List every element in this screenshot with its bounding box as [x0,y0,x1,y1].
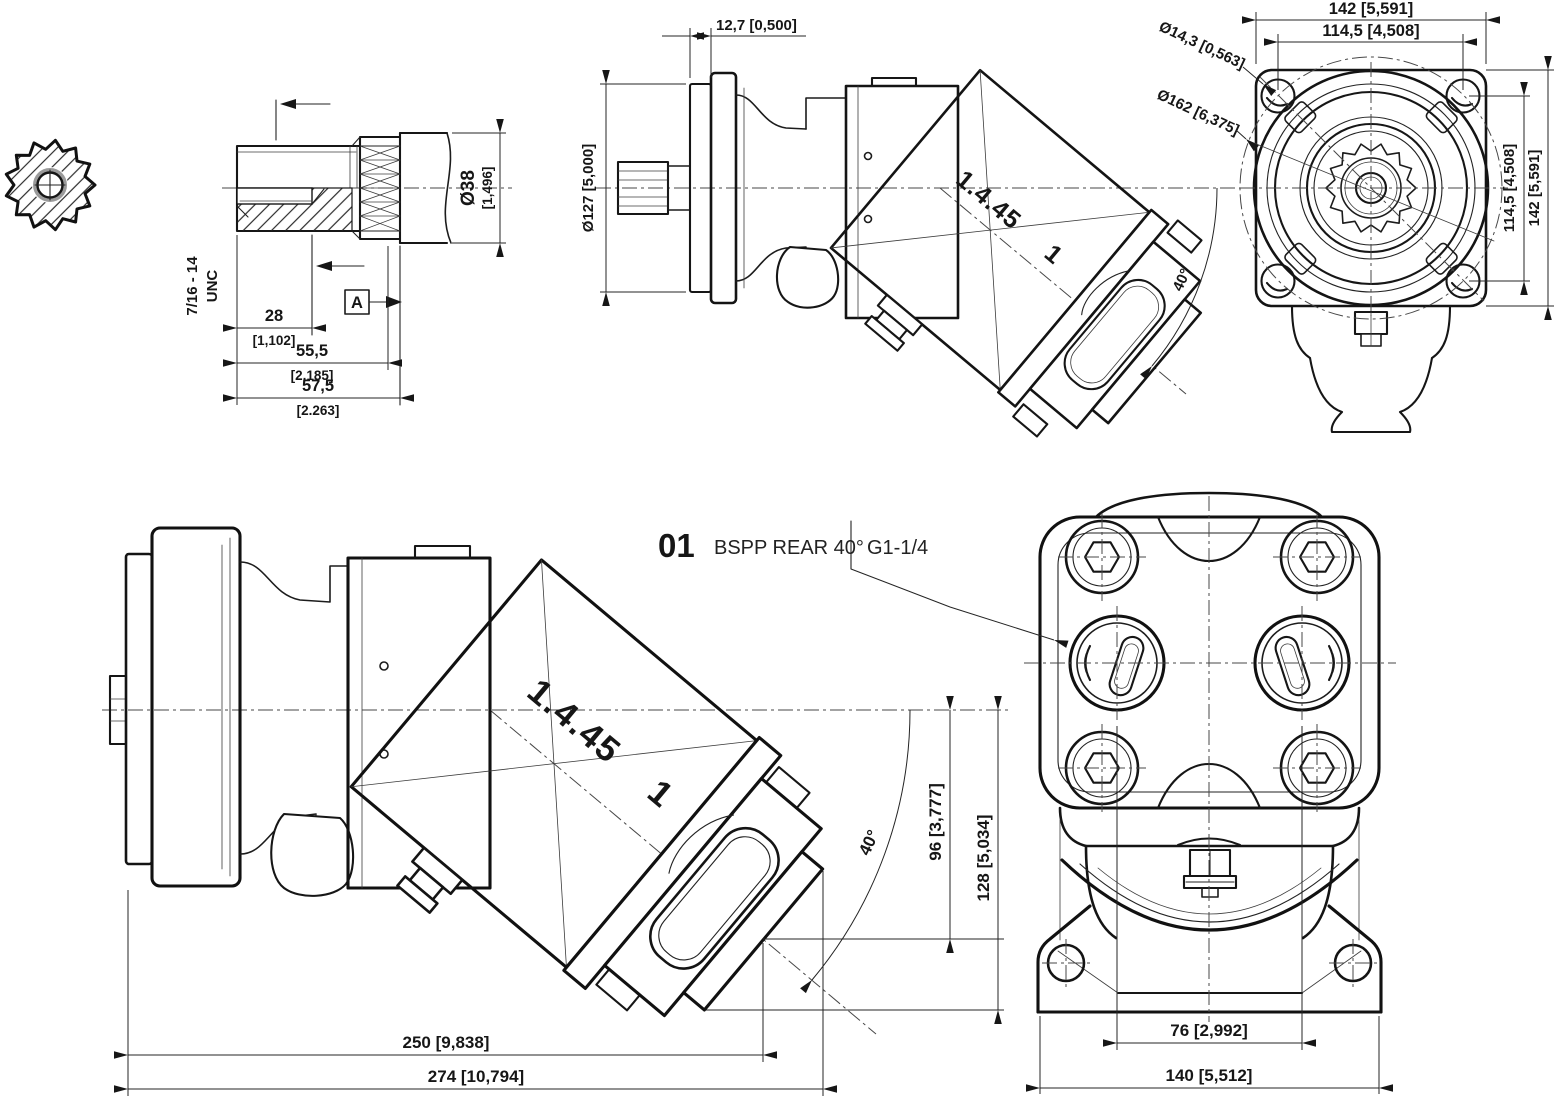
dim-front-bolt-spacing-v-text: 114,5 [4,508] [1501,144,1518,232]
dim-28-in: [1,102] [253,333,296,348]
shaft-detail-view: A Ø38 [1,496] 28 [1,102] 55,5 [2,185] 57… [184,99,512,418]
callout-label: BSPP REAR 40° [714,537,864,559]
rear-centerlines [1024,496,1396,1022]
dim-front-width: 142 [5,591] [1242,0,1500,64]
dim-57-mm: 57,5 [302,377,334,395]
dim-shaft-dia-mm: Ø38 [458,170,479,206]
dim-shaft-28: 28 [1,102] [223,235,326,405]
large-bent-section: 1.4.45 1 [349,558,825,1018]
callout-code: 01 [658,527,695,564]
side-body [844,76,960,320]
body-marking-small-suffix: 1 [1039,239,1068,270]
dim-shaft-57: 57,5 [2.263] [223,377,414,418]
dim-pilot-dia: Ø127 [5,000] [580,70,686,306]
section-arrow-top [275,99,331,141]
dim-140-text: 140 [5,512] [1166,1066,1253,1085]
datum-label: A [351,294,363,312]
dim-57-in: [2.263] [297,403,340,418]
dim-large-274: 274 [10,794] [114,871,837,1096]
rear-view: 76 [2,992] 140 [5,512] [1024,491,1396,1094]
shaft-section-hatch [236,187,353,232]
front-diagonal-centerline [1259,76,1485,302]
dim-28-mm: 28 [265,307,283,325]
dim-250-text: 250 [9,838] [403,1033,490,1052]
dim-128-text: 128 [5,034] [974,815,993,902]
dim-large-250: 250 [9,838] [114,890,777,1096]
rear-dome [1094,491,1324,519]
dim-large-h-overall: 128 [5,034] [706,696,1004,1024]
label-bolt-hole-dia: Ø14,3 [0,563] [1156,18,1277,96]
shaft-outline [235,131,452,245]
dim-pilot-thickness: 12,7 [0,500] [662,17,806,78]
dim-front-height-text: 142 [5,591] [1526,150,1543,227]
dim-rear-width: 140 [5,512] [1026,1016,1393,1094]
body-marking-large-suffix: 1 [640,772,682,816]
spline-bore-crosshair [34,169,66,201]
port-callout: 01 BSPP REAR 40° G1-1/4 [658,520,1069,648]
datum-flag: A [344,245,402,406]
large-neck [239,561,355,897]
large-flange [124,526,242,888]
side-view-large: 1.4.45 1 96 [3,777] 128 [5,034] 40° 250 … [102,526,1010,1096]
dim-front-bolt-spacing-v: 114,5 [4,508] [1469,82,1530,295]
side-neck [735,87,847,309]
dim-96-text: 96 [3,777] [926,783,945,861]
label-pitch-dia-text: Ø162 [6,375] [1154,86,1241,139]
side-view-small: 1.4.45 1 12,7 [0,500] Ø127 [5,000] 40° [580,17,1246,438]
dim-large-h-port-face: 96 [3,777] [763,696,1004,953]
dim-rear-port-spacing: 76 [2,992] [1103,726,1316,1050]
dim-55-mm: 55,5 [296,342,328,360]
label-bolt-hole-dia-text: Ø14,3 [0,563] [1156,18,1247,73]
front-pitch-circle [1239,56,1503,320]
callout-leader [850,568,1069,648]
front-view: 142 [5,591] 114,5 [4,508] 114,5 [4,508] … [1154,0,1554,434]
dim-front-bolt-spacing: 114,5 [4,508] [1264,22,1477,90]
dim-front-height: 142 [5,591] [1486,56,1554,320]
dim-274-text: 274 [10,794] [428,1067,524,1086]
front-body-below [1290,304,1452,434]
dim-shaft-diameter: Ø38 [1,496] [452,119,506,257]
rear-center-plug [1176,837,1242,898]
spline-section-icon [4,138,97,232]
rear-bolts [1058,513,1361,812]
thread-series: UNC [204,270,221,303]
front-centerlines [1240,62,1508,316]
section-arrow-bottom [311,234,365,336]
body-marking-small: 1.4.45 [951,165,1027,235]
dim-pilot-thickness-text: 12,7 [0,500] [716,17,797,34]
dim-55-in: [2,185] [291,368,334,383]
side-bent-section: 1.4.45 1 [829,68,1203,438]
label-pitch-dia: Ø162 [6,375] [1154,86,1495,242]
side-flange [688,71,738,305]
callout-port-size: G1-1/4 [867,537,928,559]
thread-size: 7/16 - 14 [184,256,201,316]
large-body [346,544,492,890]
dim-pilot-dia-text: Ø127 [5,000] [580,144,597,232]
body-marking-large: 1.4.45 [520,671,629,771]
dim-shaft-55: 55,5 [2,185] [223,246,402,383]
dim-angle-large-text: 40° [855,827,883,859]
dim-front-bolt-spacing-text: 114,5 [4,508] [1322,22,1419,40]
dim-76-text: 76 [2,992] [1170,1021,1248,1040]
dim-shaft-dia-in: [1,496] [480,167,495,210]
thread-callout: 7/16 - 14 UNC [184,256,221,316]
dim-front-width-text: 142 [5,591] [1329,0,1413,18]
